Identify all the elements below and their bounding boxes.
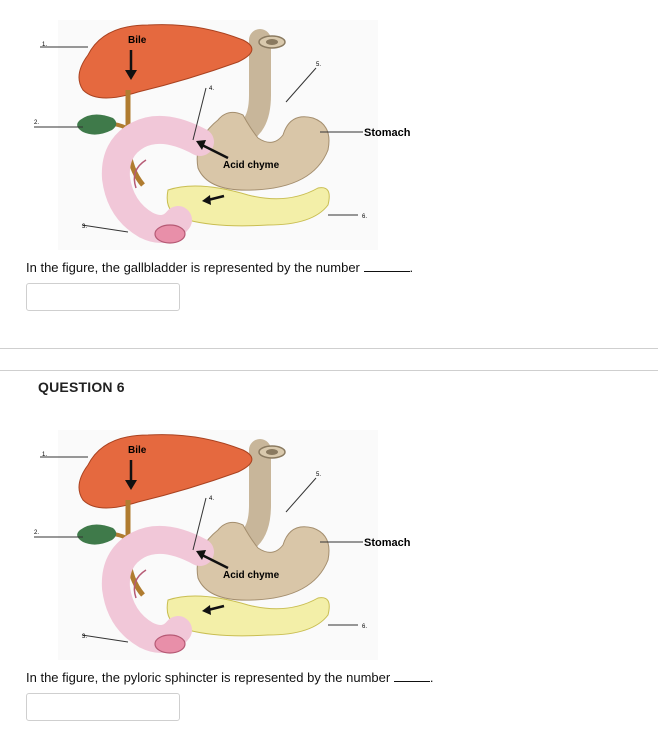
label-acid-chyme: Acid chyme bbox=[223, 570, 280, 581]
question-5-text: In the figure, the gallbladder is repres… bbox=[26, 260, 413, 275]
question-6-prompt: In the figure, the pyloric sphincter is … bbox=[26, 670, 391, 685]
label-number-1: 1. bbox=[42, 42, 47, 48]
label-stomach: Stomach bbox=[364, 127, 411, 139]
label-number-4: 4. bbox=[209, 496, 214, 502]
digestive-diagram: Bile Stomach Acid chyme 1. 2. 3. 4. 5. 6… bbox=[34, 430, 411, 660]
blank-period: . bbox=[429, 670, 434, 685]
label-number-6: 6. bbox=[362, 214, 367, 220]
label-number-2: 2. bbox=[34, 530, 39, 536]
divider-line bbox=[0, 348, 658, 349]
answer-blank-line bbox=[363, 260, 410, 272]
question-6-answer-input[interactable] bbox=[26, 693, 180, 721]
divider-line bbox=[0, 370, 658, 371]
label-bile: Bile bbox=[128, 445, 147, 456]
question-5-prompt: In the figure, the gallbladder is repres… bbox=[26, 260, 360, 275]
digestive-figure-top: Bile Stomach Acid chyme 1. 2. 3. 4. 5. 6… bbox=[28, 20, 418, 250]
label-number-6: 6. bbox=[362, 624, 367, 630]
label-number-5: 5. bbox=[316, 472, 321, 478]
question-6-title: QUESTION 6 bbox=[38, 379, 125, 395]
digestive-figure-bottom: Bile Stomach Acid chyme 1. 2. 3. 4. 5. 6… bbox=[28, 430, 418, 660]
blank-period: . bbox=[409, 260, 414, 275]
label-number-4: 4. bbox=[209, 86, 214, 92]
question-5-answer-input[interactable] bbox=[26, 283, 180, 311]
label-number-3: 3. bbox=[82, 634, 87, 640]
label-number-2: 2. bbox=[34, 120, 39, 126]
digestive-diagram: Bile Stomach Acid chyme 1. 2. 3. 4. 5. 6… bbox=[34, 20, 411, 250]
label-number-1: 1. bbox=[42, 452, 47, 458]
label-stomach: Stomach bbox=[364, 537, 411, 549]
label-number-5: 5. bbox=[316, 62, 321, 68]
label-number-3: 3. bbox=[82, 224, 87, 230]
label-bile: Bile bbox=[128, 35, 147, 46]
label-acid-chyme: Acid chyme bbox=[223, 160, 280, 171]
question-6-text: In the figure, the pyloric sphincter is … bbox=[26, 670, 433, 685]
answer-blank-line bbox=[393, 670, 430, 682]
